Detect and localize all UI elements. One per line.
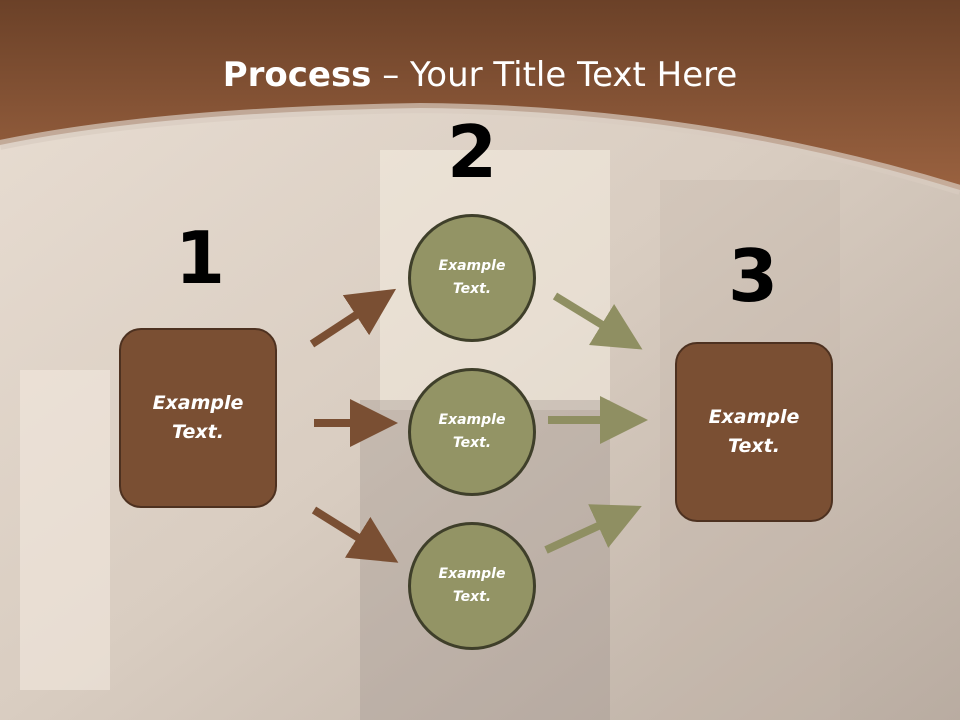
title-bold: Process [222,55,372,95]
step-box-1[interactable]: Example Text. [119,328,277,508]
step-number-2: 2 [446,110,498,194]
circle-3-line1: Example [438,566,506,582]
step-number-1: 1 [174,216,226,300]
slide-title: Process – Your Title Text Here [0,54,960,96]
circle-1[interactable]: Example Text. [408,214,536,342]
circle-2[interactable]: Example Text. [408,368,536,496]
step-box-1-text: Example Text. [153,389,244,447]
right-arrow-icon [309,288,397,348]
circle-3[interactable]: Example Text. [408,522,536,650]
circle-2-line1: Example [438,412,506,428]
step-box-1-line2: Text. [172,421,224,443]
right-arrow-icon [552,292,643,350]
step-box-3[interactable]: Example Text. [675,342,833,522]
right-arrow-icon [544,504,642,554]
step-box-1-line1: Example [152,392,244,414]
circle-2-line2: Text. [452,435,492,451]
right-arrow-icon [311,506,399,563]
step-box-3-line2: Text. [728,435,780,457]
title-rest: – Your Title Text Here [371,55,738,95]
step-box-3-text: Example Text. [709,403,800,461]
circle-1-line2: Text. [452,281,492,297]
step-box-3-line1: Example [708,406,800,428]
step-number-3: 3 [727,234,779,318]
circle-3-line2: Text. [452,589,492,605]
circle-1-line1: Example [438,258,506,274]
